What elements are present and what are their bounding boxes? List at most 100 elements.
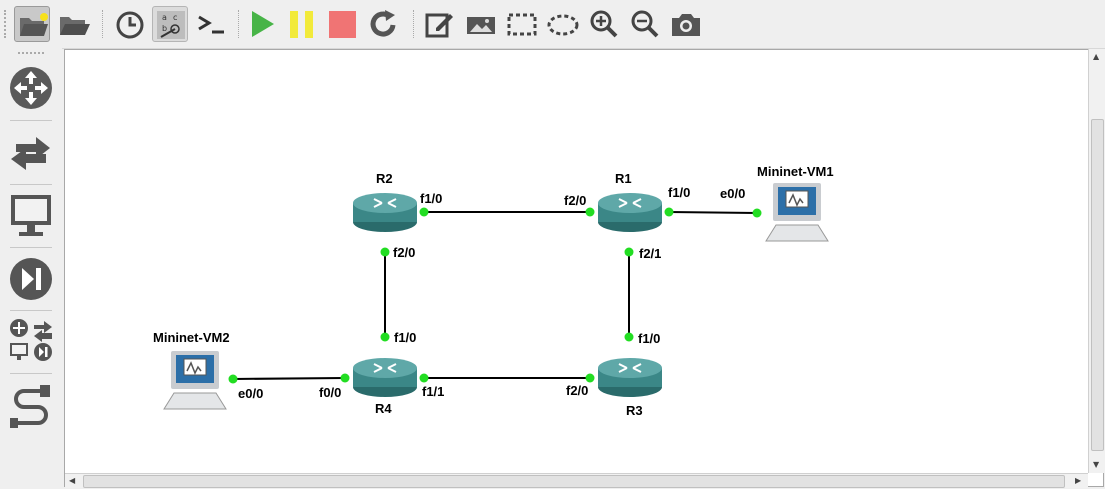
status-dot [380, 247, 390, 257]
port-label: e0/0 [720, 186, 746, 201]
svg-text:b: b [162, 24, 167, 33]
new-project-button[interactable] [14, 6, 50, 42]
zoom-out-icon [631, 10, 659, 38]
status-dot [664, 207, 674, 217]
port-label: f1/0 [668, 185, 691, 200]
node-label-vm1: Mininet-VM1 [757, 164, 834, 179]
host-vm1[interactable] [765, 183, 829, 242]
rectangle-icon [507, 13, 537, 36]
ellipse-icon [547, 14, 579, 36]
node-label-r3: R3 [626, 403, 643, 418]
status-dot [419, 207, 429, 217]
terminal-icon [198, 15, 224, 34]
port-label: f1/0 [638, 331, 661, 346]
play-icon [252, 11, 274, 37]
port-label: f1/0 [394, 330, 417, 345]
browse-switches-button[interactable] [6, 126, 56, 178]
suspend-all-button[interactable] [284, 6, 320, 42]
status-dot [585, 373, 595, 383]
show-interface-labels-button[interactable]: a c b [152, 6, 188, 42]
link-vm2-r4[interactable] [232, 377, 346, 380]
all-devices-icon [10, 319, 52, 361]
reload-all-button[interactable] [366, 6, 402, 42]
draw-ellipse-button[interactable] [545, 6, 581, 42]
dock-grip[interactable] [18, 52, 44, 54]
clock-icon [116, 11, 144, 39]
monitor-icon [11, 195, 51, 236]
camera-icon [672, 14, 700, 36]
svg-text:a: a [162, 13, 167, 22]
port-label: f1/0 [420, 191, 443, 206]
edit-note-icon [425, 13, 453, 38]
horizontal-scrollbar[interactable]: ◀ ▶ [65, 473, 1088, 488]
router-icon [10, 67, 52, 109]
picture-icon [467, 17, 495, 34]
node-label-vm2: Mininet-VM2 [153, 330, 230, 345]
scroll-down-arrow-icon[interactable]: ▼ [1093, 460, 1100, 469]
draw-rectangle-button[interactable] [504, 6, 540, 42]
port-label: f2/0 [564, 193, 587, 208]
browse-end-devices-button[interactable] [6, 190, 56, 242]
pause-icon [290, 11, 313, 38]
stop-all-button[interactable] [324, 6, 360, 42]
scroll-left-arrow-icon[interactable]: ◀ [69, 476, 76, 485]
link-r1-vm1[interactable] [668, 211, 758, 214]
router-r4[interactable] [353, 358, 417, 397]
status-dot [228, 374, 238, 384]
screenshot-button[interactable] [668, 6, 704, 42]
zoom-in-button[interactable] [586, 6, 622, 42]
node-label-r4: R4 [375, 401, 392, 416]
status-dot [624, 247, 634, 257]
scroll-up-arrow-icon[interactable]: ▲ [1093, 52, 1100, 61]
browse-routers-button[interactable] [6, 62, 56, 114]
port-label: f0/0 [319, 385, 342, 400]
main-toolbar: a c b [0, 0, 1105, 49]
vertical-scrollbar[interactable]: ▲ ▼ [1088, 49, 1105, 473]
play-pause-icon [10, 258, 52, 300]
interface-labels-icon: a c b [157, 11, 185, 39]
zoom-in-icon [590, 10, 618, 38]
reload-icon [370, 10, 396, 37]
status-dot [419, 373, 429, 383]
router-r3[interactable] [598, 358, 662, 397]
svg-text:c: c [173, 13, 177, 22]
folder-new-icon [20, 13, 48, 36]
toolbar-grip[interactable] [4, 10, 9, 38]
host-vm2[interactable] [163, 351, 227, 410]
horizontal-scroll-thumb[interactable] [83, 475, 1065, 488]
port-label: f2/0 [566, 383, 589, 398]
add-link-button[interactable] [6, 379, 56, 431]
browse-all-devices-button[interactable] [6, 316, 56, 368]
status-dot [340, 373, 350, 383]
folder-open-icon [60, 17, 90, 35]
console-all-button[interactable] [194, 6, 230, 42]
status-dot [380, 332, 390, 342]
node-label-r2: R2 [376, 171, 393, 186]
status-dot [585, 207, 595, 217]
vertical-scroll-thumb[interactable] [1091, 119, 1104, 451]
stop-icon [329, 11, 356, 38]
start-all-button[interactable] [244, 6, 280, 42]
add-note-button[interactable] [422, 6, 458, 42]
node-label-r1: R1 [615, 171, 632, 186]
router-r2[interactable] [353, 193, 417, 232]
status-dot [624, 332, 634, 342]
cable-icon [10, 385, 50, 428]
insert-picture-button[interactable] [463, 6, 499, 42]
router-r1[interactable] [598, 193, 662, 232]
scroll-right-arrow-icon[interactable]: ▶ [1075, 476, 1082, 485]
link-status-dots [228, 207, 762, 384]
browse-security-devices-button[interactable] [6, 253, 56, 305]
port-label: f2/0 [393, 245, 416, 260]
switch-arrows-icon [11, 137, 50, 170]
zoom-out-button[interactable] [627, 6, 663, 42]
port-label: f1/1 [422, 384, 445, 399]
topology-canvas[interactable] [64, 49, 1104, 487]
port-label: f2/1 [639, 246, 662, 261]
status-dot [752, 208, 762, 218]
open-project-button[interactable] [56, 6, 92, 42]
snapshot-button[interactable] [112, 6, 148, 42]
device-dock [0, 48, 62, 489]
port-label: e0/0 [238, 386, 264, 401]
